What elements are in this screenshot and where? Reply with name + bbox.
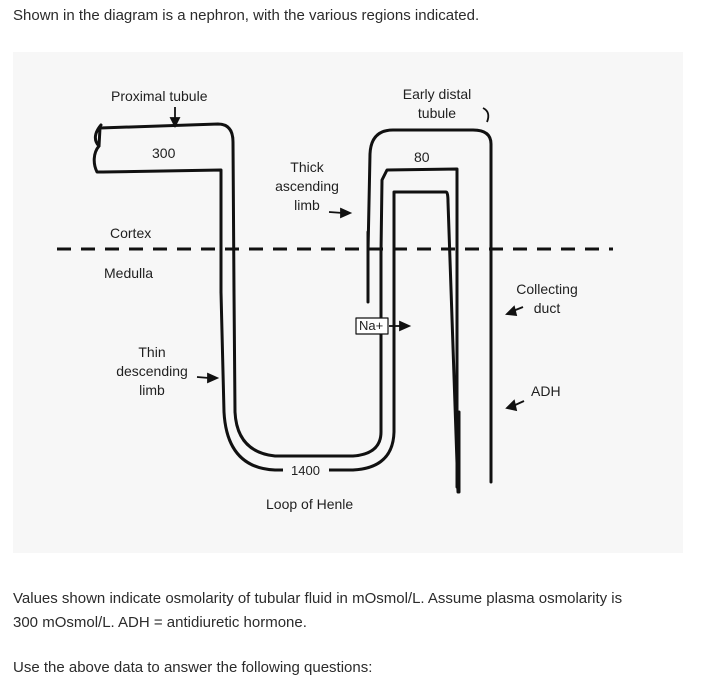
medulla-label: Medulla xyxy=(104,265,154,281)
proximal-tubule-label: Proximal tubule xyxy=(111,88,208,104)
thin-line2: descending xyxy=(116,363,188,379)
loop-of-henle-label: Loop of Henle xyxy=(266,496,354,512)
thin-line1: Thin xyxy=(138,344,166,360)
collecting-line1: Collecting xyxy=(516,281,578,297)
early-distal-line2: tubule xyxy=(417,105,457,121)
proximal-tubule-inner xyxy=(92,144,223,294)
thick-line3: limb xyxy=(294,197,320,213)
distal-osmolarity: 80 xyxy=(414,149,430,165)
thin-descending-label: Thin descending limb xyxy=(107,343,197,400)
ascending-limb-outer xyxy=(392,190,460,494)
distal-arch xyxy=(366,128,493,484)
thick-line2: ascending xyxy=(275,178,339,194)
proximal-osmolarity: 300 xyxy=(152,145,176,161)
adh-label: ADH xyxy=(531,383,561,399)
na-label: Na+ xyxy=(359,318,384,333)
osmolarity-note: Values shown indicate osmolarity of tubu… xyxy=(13,587,703,635)
thin-line3: limb xyxy=(139,382,165,398)
thick-ascending-label: Thick ascending limb xyxy=(267,158,347,215)
early-distal-line1: Early distal xyxy=(402,86,472,102)
descending-limb-inner xyxy=(219,290,396,472)
descending-limb-outer xyxy=(232,290,383,458)
note-line1: Values shown indicate osmolarity of tubu… xyxy=(13,590,623,607)
early-distal-label: Early distal tubule xyxy=(397,85,477,123)
proximal-tubule-outer xyxy=(93,122,236,294)
intro-text: Shown in the diagram is a nephron, with … xyxy=(13,7,480,24)
nephron-drawing xyxy=(57,107,613,494)
na-box xyxy=(355,317,389,335)
collecting-line2: duct xyxy=(533,300,561,316)
loop-tip-osmolarity: 1400 xyxy=(291,463,320,478)
note-line2: 300 mOsmol/L. ADH = antidiuretic hormone… xyxy=(13,614,307,631)
cortex-label: Cortex xyxy=(110,225,152,241)
ascending-limb-inner xyxy=(379,167,459,489)
collecting-duct-label: Collecting duct xyxy=(507,280,587,318)
distal-arrow xyxy=(482,107,490,123)
thin-limb-arrow xyxy=(196,376,210,379)
question-prompt: Use the above data to answer the followi… xyxy=(13,659,373,676)
thick-line1: Thick xyxy=(290,159,324,175)
loop-tip-box xyxy=(283,462,329,478)
nephron-diagram: Proximal tubule Early distal tubule 300 … xyxy=(13,52,683,553)
